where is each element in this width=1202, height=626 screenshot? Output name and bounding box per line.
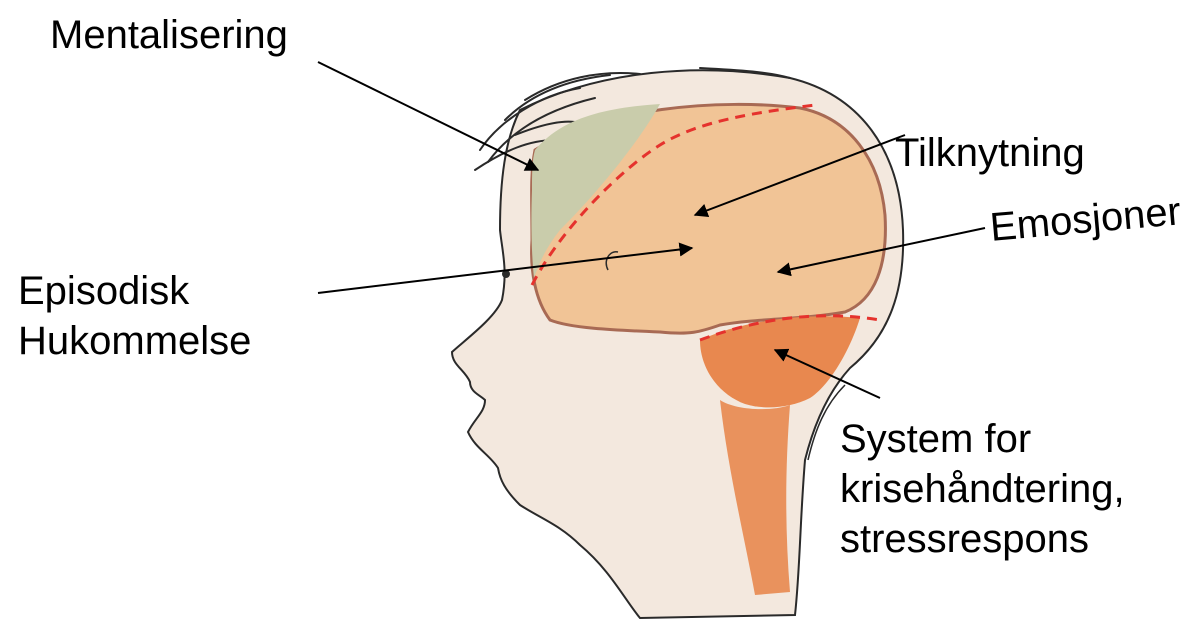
label-mentalisering: Mentalisering xyxy=(50,10,288,60)
label-episodisk-line1: Episodisk xyxy=(18,266,251,316)
arrow-mentalisering xyxy=(318,62,538,170)
label-system-line1: System for xyxy=(840,414,1125,464)
label-episodisk-line2: Hukommelse xyxy=(18,316,251,366)
label-system: System for krisehåndtering, stressrespon… xyxy=(840,414,1125,564)
label-episodisk-hukommelse: Episodisk Hukommelse xyxy=(18,266,251,366)
label-system-line3: stressrespons xyxy=(840,514,1125,564)
label-system-line2: krisehåndtering, xyxy=(840,464,1125,514)
label-tilknytning: Tilknytning xyxy=(895,128,1085,178)
